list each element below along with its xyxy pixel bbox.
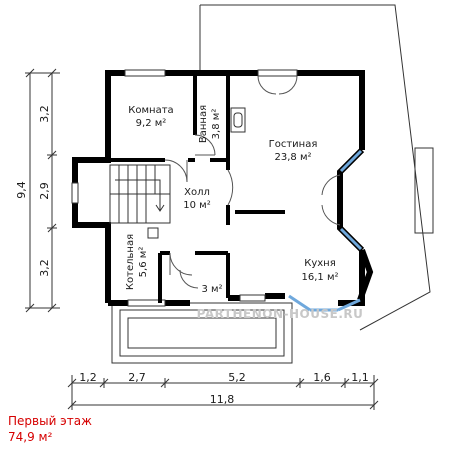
horizontal-dimension-lines: [67, 375, 379, 410]
room-vannaya-name: Ванная: [198, 105, 209, 143]
interior-walls: [108, 73, 285, 303]
room-kotelnaya-name: Котельная: [125, 234, 136, 290]
room-komnata-name: Комната: [128, 105, 173, 116]
bay-window-glass: [288, 149, 363, 312]
caption-title: Первый этаж: [8, 414, 92, 428]
vertical-dimension-lines: [25, 68, 60, 313]
bathroom-fixture: [230, 107, 246, 133]
boiler-fixture: [147, 227, 159, 239]
room-vannaya-area: 3,8 м²: [211, 109, 222, 140]
windows: [71, 69, 298, 307]
room-kukhnya-name: Кухня: [304, 258, 336, 269]
dim-horizontal-4: 1,6: [313, 371, 331, 384]
room-kukhnya-area: 16,1 м²: [302, 272, 339, 283]
watermark-text: PARTHENON-HOUSE.RU: [197, 307, 364, 321]
dim-horizontal-5: 1,1: [351, 371, 369, 384]
door-swings: [164, 75, 341, 289]
bay-window: [337, 147, 374, 302]
room-holl-name: Холл: [184, 187, 210, 198]
room-gostinaya-area: 23,8 м²: [275, 152, 312, 163]
caption-area: 74,9 м²: [8, 430, 53, 444]
room-holl-area: 10 м²: [183, 200, 210, 211]
dim-horizontal-1: 1,2: [79, 371, 97, 384]
dim-horizontal-3: 5,2: [228, 371, 246, 384]
room-komnata-area: 9,2 м²: [136, 118, 167, 129]
dim-vertical-2: 2,9: [38, 182, 51, 200]
porch: [111, 302, 293, 364]
room-tambur-area: 3 м²: [201, 284, 222, 295]
exterior-walls: [72, 70, 365, 306]
dim-horizontal-2: 2,7: [128, 371, 146, 384]
dim-horizontal-total: 11,8: [210, 393, 235, 406]
room-kotelnaya-area: 5,6 м²: [138, 247, 149, 278]
room-gostinaya-name: Гостиная: [269, 139, 318, 150]
staircase: [109, 164, 171, 224]
dim-vertical-1: 3,2: [38, 105, 51, 123]
dim-vertical-3: 3,2: [38, 259, 51, 277]
roof-outline: [199, 4, 434, 331]
dim-vertical-total: 9,4: [15, 181, 28, 199]
